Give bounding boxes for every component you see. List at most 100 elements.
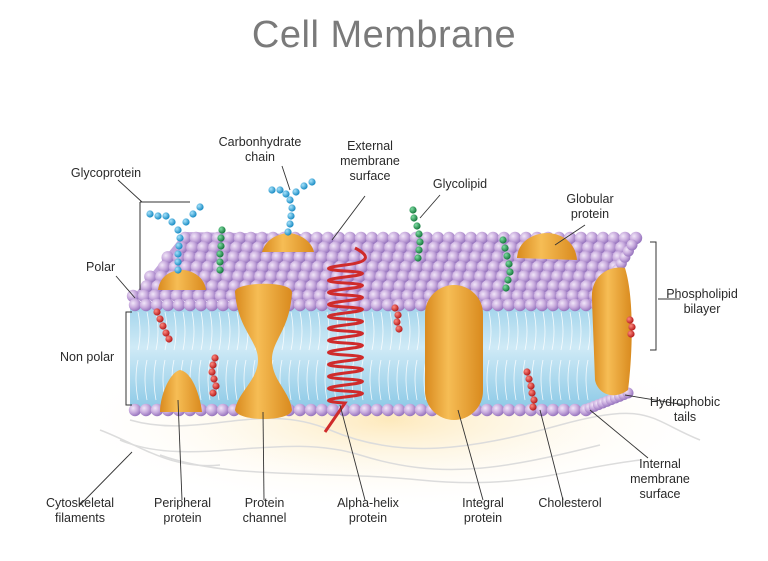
label-carbohydrate-chain: Carbonhydrate chain <box>218 135 302 164</box>
tail-line <box>144 311 150 401</box>
phospholipid-head <box>420 231 434 245</box>
phospholipid-head <box>450 241 463 254</box>
tail-line <box>567 311 573 401</box>
glycolipid-bead <box>416 238 424 246</box>
glycolipid-bead <box>415 246 423 254</box>
label-non-polar: Non polar <box>60 350 115 364</box>
glycoprotein-bead <box>189 210 197 218</box>
glycolipid-bead <box>217 234 225 242</box>
phospholipid-head <box>573 270 586 283</box>
phospholipid-head <box>316 280 329 293</box>
phospholipid-head <box>432 260 446 274</box>
phospholipid-head <box>505 241 518 254</box>
phospholipid-head <box>161 251 174 264</box>
phospholipid-head <box>256 260 270 274</box>
carbohydrate-bead <box>287 212 295 220</box>
tail-line <box>576 311 582 401</box>
phospholipid-head <box>557 403 571 417</box>
phospholipid-head <box>535 298 549 312</box>
phospholipid-head <box>276 270 289 283</box>
phospholipid-head <box>410 260 424 274</box>
phospholipid-head <box>403 251 416 264</box>
tail-line <box>405 311 411 401</box>
tail-line <box>297 311 303 401</box>
phospholipid-head <box>443 260 457 274</box>
phospholipid-head <box>144 270 157 283</box>
phospholipid-head <box>337 251 350 264</box>
phospholipid-head <box>513 298 527 312</box>
phospholipid-head <box>300 260 314 274</box>
phospholipid-head <box>293 298 307 312</box>
phospholipid-head <box>375 270 388 283</box>
phospholipid-head <box>359 403 373 417</box>
phospholipid-head <box>481 280 494 293</box>
phospholipid-head <box>172 298 186 312</box>
phospholipid-head <box>470 280 483 293</box>
phospholipid-head <box>562 270 575 283</box>
globular-protein-shape <box>517 233 577 260</box>
leader-lines <box>79 165 686 506</box>
glycolipid-bead <box>410 214 418 222</box>
glycolipid-bead <box>216 266 224 274</box>
phospholipid-head <box>340 241 353 254</box>
label-internal-membrane-surface: Internal membrane surface <box>630 457 690 501</box>
phospholipid-head <box>208 241 221 254</box>
label-alpha-helix-protein: Alpha-helix protein <box>337 496 399 525</box>
phospholipid-head <box>326 403 340 417</box>
cholesterol-bead <box>393 318 401 326</box>
phospholipid-head <box>201 260 215 274</box>
phospholipid-head <box>404 280 417 293</box>
tail-line <box>207 311 213 401</box>
cholesterol-bead <box>525 375 533 383</box>
phospholipid-head <box>359 298 373 312</box>
glycoprotein-bead <box>176 234 184 242</box>
phospholipid-head <box>604 241 617 254</box>
glycolipid-bead <box>414 254 422 262</box>
phospholipid-head <box>315 298 329 312</box>
phospholipid-head <box>309 270 322 283</box>
phospholipid-head <box>304 298 318 312</box>
phospholipid-head <box>315 403 329 417</box>
phospholipid-head <box>564 260 578 274</box>
cholesterol-bead <box>210 375 218 383</box>
cholesterol-bead <box>626 316 634 324</box>
phospholipid-head <box>579 251 592 264</box>
phospholipid-head <box>243 270 256 283</box>
label-external-membrane-surface: External membrane surface <box>340 139 400 183</box>
phospholipid-head <box>139 403 153 417</box>
glycolipid-bead <box>415 230 423 238</box>
phospholipid-head <box>238 251 251 264</box>
phospholipid-head <box>186 241 199 254</box>
phospholipid-head <box>381 251 394 264</box>
phospholipid-head <box>447 251 460 264</box>
phospholipid-head <box>388 260 402 274</box>
phospholipid-head <box>234 260 248 274</box>
phospholipid-head <box>128 403 142 417</box>
phospholipid-head <box>289 260 303 274</box>
phospholipid-head <box>329 241 342 254</box>
phospholipid-head <box>480 298 494 312</box>
tail-line <box>360 311 366 401</box>
phospholipid-head <box>370 251 383 264</box>
glycoprotein-bead <box>174 258 182 266</box>
phospholipid-head <box>558 280 571 293</box>
carbohydrate-bead <box>284 228 292 236</box>
phospholipid-head <box>241 241 254 254</box>
tail-line <box>585 311 591 401</box>
phospholipid-head <box>425 251 438 264</box>
glycoprotein-bead <box>196 203 204 211</box>
phospholipid-head <box>491 251 504 264</box>
phospholipid-head <box>582 241 595 254</box>
phospholipid-head <box>575 260 589 274</box>
phospholipid-head <box>217 280 230 293</box>
cholesterol-molecules <box>153 304 636 411</box>
carbohydrate-bead <box>268 186 276 194</box>
phospholipid-head <box>486 231 500 245</box>
alpha-helix-shape <box>323 246 367 433</box>
phospholipid-head <box>384 241 397 254</box>
label-polar: Polar <box>86 260 116 274</box>
phospholipid-head <box>189 231 203 245</box>
phospholipid-head <box>227 251 240 264</box>
label-peripheral-protein: Peripheral protein <box>154 496 211 525</box>
